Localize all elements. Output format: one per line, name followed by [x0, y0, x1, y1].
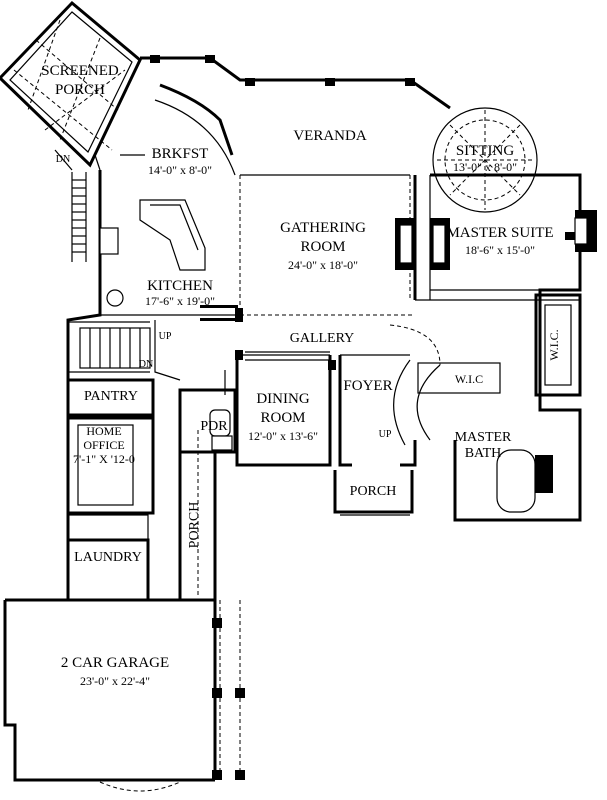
garage-area — [3, 598, 245, 792]
stair-dn-rear: DN — [139, 359, 153, 370]
home-office-name-line1: HOME — [86, 424, 121, 438]
home-office-label: HOME OFFICE 7'-1" X '12-0 — [73, 424, 135, 466]
dining-room-dims: 12'-0" x 13'-6" — [248, 429, 318, 443]
master-bath-name-line2: BATH — [465, 446, 502, 461]
home-office-name-line2: OFFICE — [83, 438, 124, 452]
brkfst-label: BRKFST 14'-0" x 8'-0" — [148, 146, 212, 177]
dining-room-label: DINING ROOM 12'-0" x 13'-6" — [248, 391, 318, 443]
foyer-name: FOYER — [343, 378, 392, 394]
sitting-label: SITTING 13'-0" x 8'-0" — [453, 143, 517, 174]
laundry-name: LAUNDRY — [74, 550, 142, 565]
stair-up-foyer: UP — [379, 429, 392, 440]
wic-large-name: W.I.C. — [547, 329, 561, 360]
main-walls — [66, 170, 597, 602]
kitchen-dims: 17'-6" x 19'-0" — [145, 294, 215, 308]
master-suite-label: MASTER SUITE 18'-6" x 15'-0" — [446, 225, 553, 257]
dining-room-name-line1: DINING — [256, 391, 309, 407]
rear-walls — [120, 55, 575, 315]
screened-porch-label: SCREENED PORCH — [41, 63, 119, 98]
porch-side-name: PORCH — [187, 502, 202, 549]
porch-front-name: PORCH — [350, 484, 397, 499]
screened-porch-name-line2: PORCH — [55, 82, 105, 98]
garage-label: 2 CAR GARAGE 23'-0" x 22'-4" — [61, 655, 169, 688]
screened-porch-area — [0, 0, 142, 168]
gathering-room-name-line2: ROOM — [300, 239, 345, 255]
gathering-room-label: GATHERING ROOM 24'-0" x 18'-0" — [280, 220, 366, 272]
wic-small-name: W.I.C — [455, 372, 483, 386]
brkfst-dims: 14'-0" x 8'-0" — [148, 163, 212, 177]
sitting-dims: 13'-0" x 8'-0" — [453, 160, 517, 174]
sitting-name: SITTING — [456, 143, 514, 159]
kitchen-fixtures — [54, 149, 441, 446]
kitchen-label: KITCHEN 17'-6" x 19'-0" — [145, 278, 215, 308]
brkfst-name: BRKFST — [152, 146, 209, 162]
screened-porch-name-line1: SCREENED — [41, 63, 119, 79]
master-bath-name-line1: MASTER — [455, 430, 512, 445]
master-bath-label: MASTER BATH — [455, 430, 512, 461]
master-suite-name: MASTER SUITE — [446, 225, 553, 241]
veranda-name: VERANDA — [293, 128, 366, 144]
stair-dn-top: DN — [56, 154, 70, 165]
home-office-dims: 7'-1" X '12-0 — [73, 452, 135, 466]
gathering-room-dims: 24'-0" x 18'-0" — [288, 258, 358, 272]
gallery-name: GALLERY — [290, 331, 355, 346]
stair-up-rear: UP — [159, 331, 172, 342]
garage-dims: 23'-0" x 22'-4" — [80, 674, 150, 688]
pdr-name: PDR — [200, 419, 228, 434]
gathering-room-name-line1: GATHERING — [280, 220, 366, 236]
kitchen-name: KITCHEN — [147, 278, 213, 294]
garage-name: 2 CAR GARAGE — [61, 655, 169, 671]
master-suite-dims: 18'-6" x 15'-0" — [465, 243, 535, 257]
pantry-name: PANTRY — [84, 389, 138, 404]
dining-room-name-line2: ROOM — [260, 410, 305, 426]
